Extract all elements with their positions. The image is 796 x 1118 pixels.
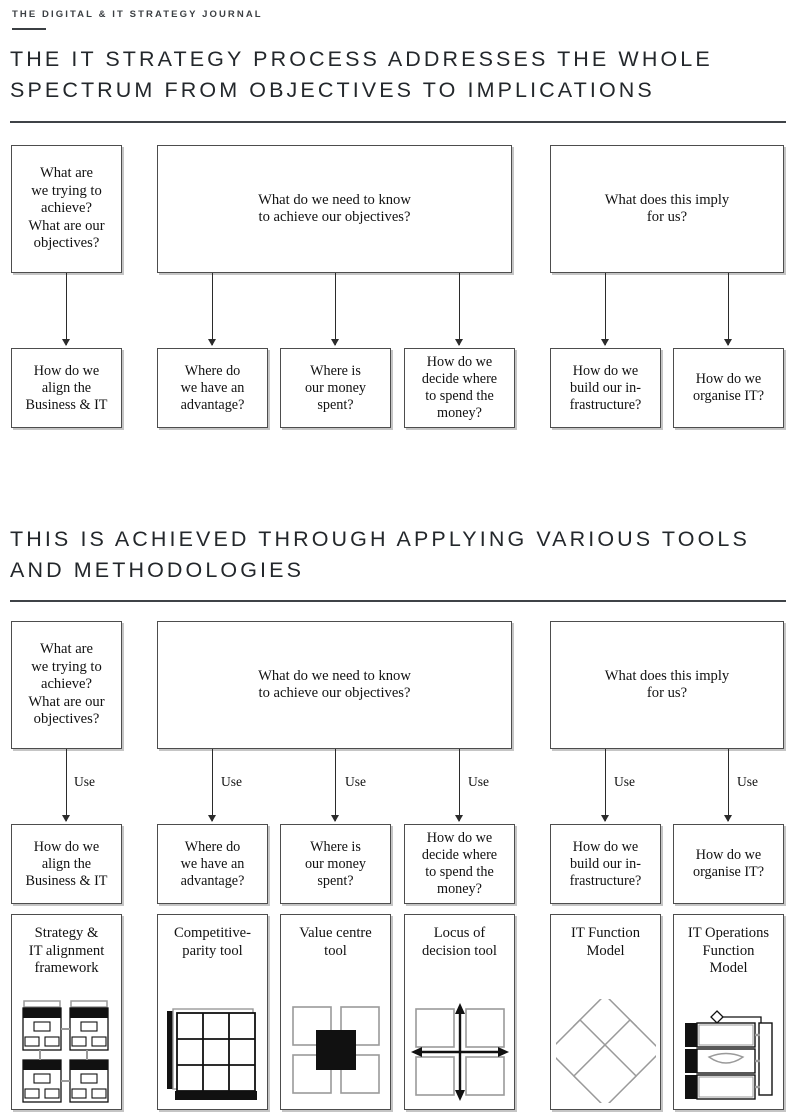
tool-title: IT Function Model (570, 925, 641, 959)
journal-kicker: THE DIGITAL & IT STRATEGY JOURNAL (12, 9, 263, 20)
tool-card-it-operations-model: IT Operations Function Model (673, 914, 784, 1110)
connector-line (605, 273, 606, 345)
subquestion-box-organise: How do we organise IT? (673, 348, 784, 428)
diamonds-icon (551, 999, 660, 1103)
subquestion-box-align-2: How do we align the Business & IT (11, 824, 122, 904)
stacked-bars-icon (674, 999, 783, 1103)
question-box-imply-2: What does this imply for us? (550, 621, 784, 749)
subquestion-box-money-2: Where is our money spent? (280, 824, 391, 904)
connector-arrowhead (62, 815, 70, 822)
connector-line (212, 273, 213, 345)
connector-line (66, 749, 67, 821)
connector-arrowhead (724, 339, 732, 346)
tool-title: Value centre tool (299, 925, 372, 959)
connector-arrowhead (455, 339, 463, 346)
quadrant-axes-icon (405, 999, 514, 1103)
grid-3x3-icon (158, 999, 267, 1103)
subquestion-box-infra-2: How do we build our in- frastructure? (550, 824, 661, 904)
subquestion-box-advantage: Where do we have an advantage? (157, 348, 268, 428)
subquestion-box-align: How do we align the Business & IT (11, 348, 122, 428)
subquestion-box-organise-2: How do we organise IT? (673, 824, 784, 904)
connector-arrowhead (62, 339, 70, 346)
tool-card-value-centre: Value centre tool (280, 914, 391, 1110)
connector-line (728, 749, 729, 821)
subquestion-box-money: Where is our money spent? (280, 348, 391, 428)
tool-title: Competitive- parity tool (173, 925, 251, 959)
connector-arrowhead (208, 815, 216, 822)
subquestion-box-spend-2: How do we decide where to spend the mone… (404, 824, 515, 904)
question-box-imply: What does this imply for us? (550, 145, 784, 273)
question-box-know-2: What do we need to know to achieve our o… (157, 621, 512, 749)
tool-title: Strategy & IT alignment framework (28, 925, 105, 976)
connector-line (66, 273, 67, 345)
subquestion-box-infra: How do we build our in- frastructure? (550, 348, 661, 428)
tool-card-strategy-alignment: Strategy & IT alignment framework (11, 914, 122, 1110)
connector-arrowhead (601, 815, 609, 822)
connector-arrowhead (455, 815, 463, 822)
use-label: Use (614, 774, 635, 789)
section1-divider (10, 121, 786, 123)
connector-line (605, 749, 606, 821)
connector-arrowhead (331, 815, 339, 822)
question-box-know: What do we need to know to achieve our o… (157, 145, 512, 273)
org-quadrants-icon (12, 999, 121, 1103)
tool-card-locus-of-decision: Locus of decision tool (404, 914, 515, 1110)
page-title: THE IT STRATEGY PROCESS ADDRESSES THE WH… (10, 47, 713, 102)
question-box-objectives-2: What are we trying to achieve? What are … (11, 621, 122, 749)
use-label: Use (468, 774, 489, 789)
subquestion-box-advantage-2: Where do we have an advantage? (157, 824, 268, 904)
connector-arrowhead (601, 339, 609, 346)
section2-divider (10, 600, 786, 602)
connector-arrowhead (724, 815, 732, 822)
tool-title: IT Operations Function Model (687, 925, 770, 976)
connector-line (459, 749, 460, 821)
section2-title: THIS IS ACHIEVED THROUGH APPLYING VARIOU… (10, 527, 750, 582)
use-label: Use (737, 774, 758, 789)
tool-card-competitive-parity: Competitive- parity tool (157, 914, 268, 1110)
use-label: Use (345, 774, 366, 789)
connector-line (335, 749, 336, 821)
connector-line (728, 273, 729, 345)
connector-line (335, 273, 336, 345)
question-box-objectives: What are we trying to achieve? What are … (11, 145, 122, 273)
subquestion-box-spend: How do we decide where to spend the mone… (404, 348, 515, 428)
tool-card-it-function-model: IT Function Model (550, 914, 661, 1110)
four-squares-centre-icon (281, 999, 390, 1103)
connector-line (212, 749, 213, 821)
connector-arrowhead (331, 339, 339, 346)
use-label: Use (221, 774, 242, 789)
use-label: Use (74, 774, 95, 789)
tool-title: Locus of decision tool (422, 925, 497, 959)
connector-arrowhead (208, 339, 216, 346)
kicker-rule (12, 28, 46, 30)
connector-line (459, 273, 460, 345)
